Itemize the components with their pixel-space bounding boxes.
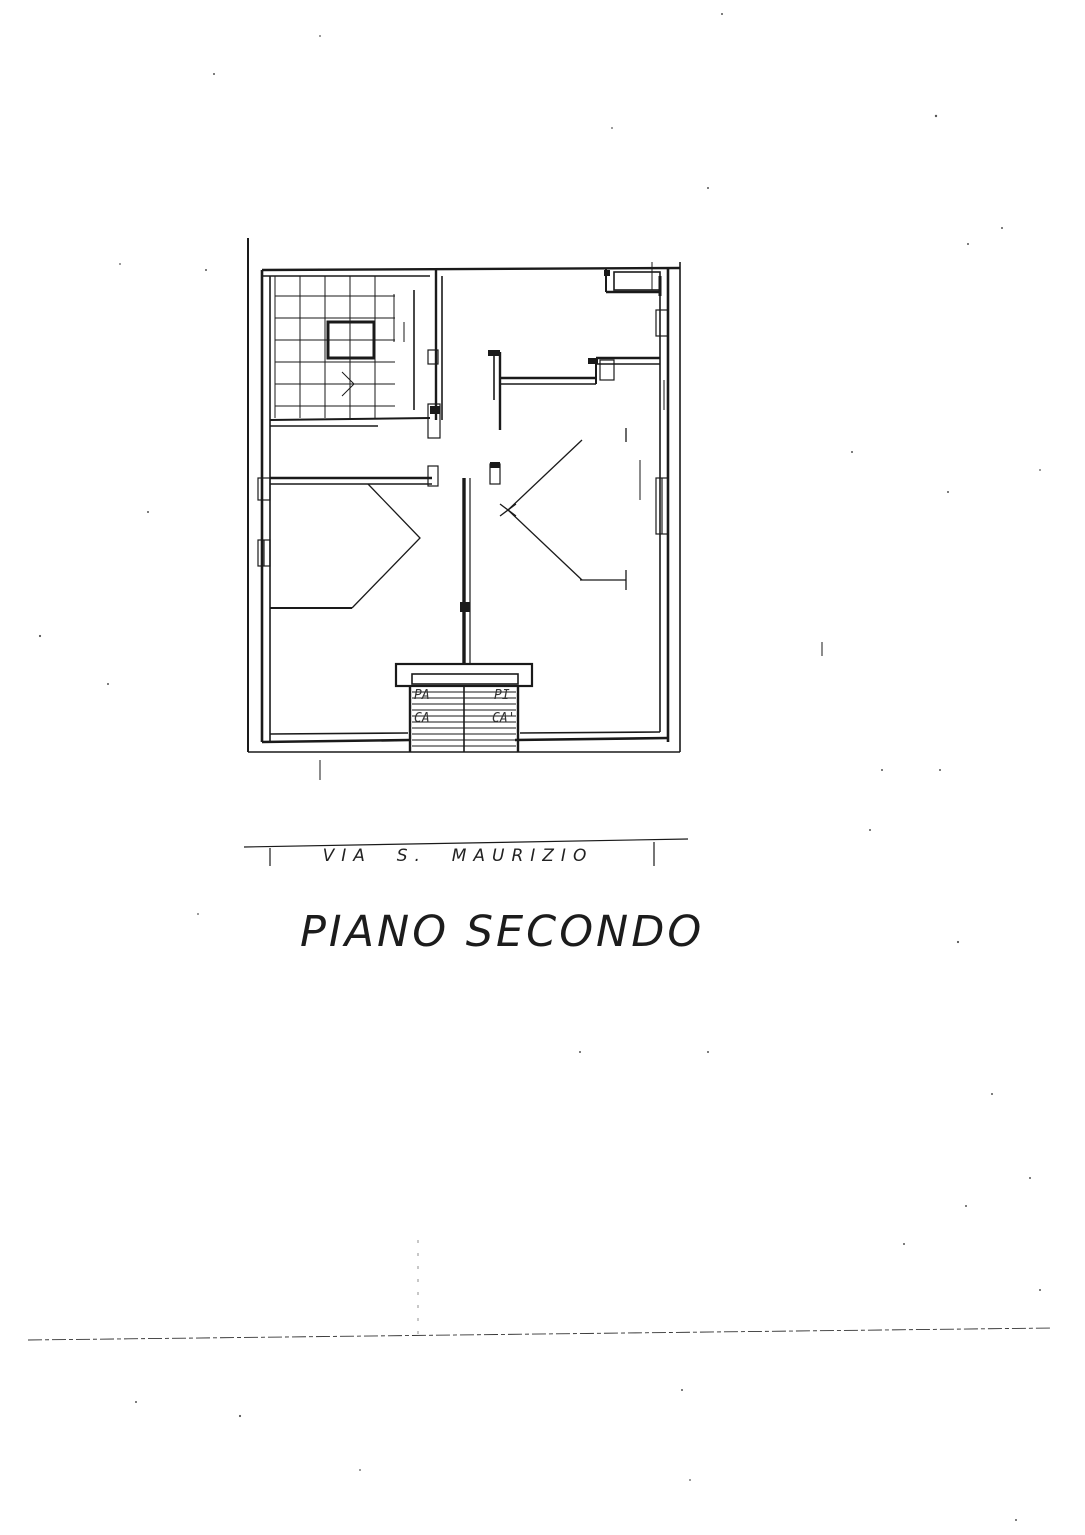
interior-walls [269,268,662,665]
columns [430,270,610,612]
stairwell-grid [274,276,395,418]
stair-landing [394,662,534,752]
right-windows [655,309,669,535]
street-label: VIA S. MAURIZIO [322,846,594,866]
street-line [243,838,689,866]
left-windows [257,477,271,567]
stair-mark-left-top: PA [414,688,430,703]
scan-noise [38,13,1041,1521]
exterior-walls [247,238,681,753]
dimension-ticks [319,262,823,780]
stair-treads [412,691,516,747]
door-swings [351,428,627,609]
stair-mark-right-bottom: CA' [492,711,516,726]
fold-line [27,1327,1053,1341]
floor-title: PIANO SECONDO [300,907,705,957]
door-frames [427,349,615,487]
stair-mark-right-top: PI [494,688,510,703]
stair-mark-left-bottom: CA [414,711,430,726]
